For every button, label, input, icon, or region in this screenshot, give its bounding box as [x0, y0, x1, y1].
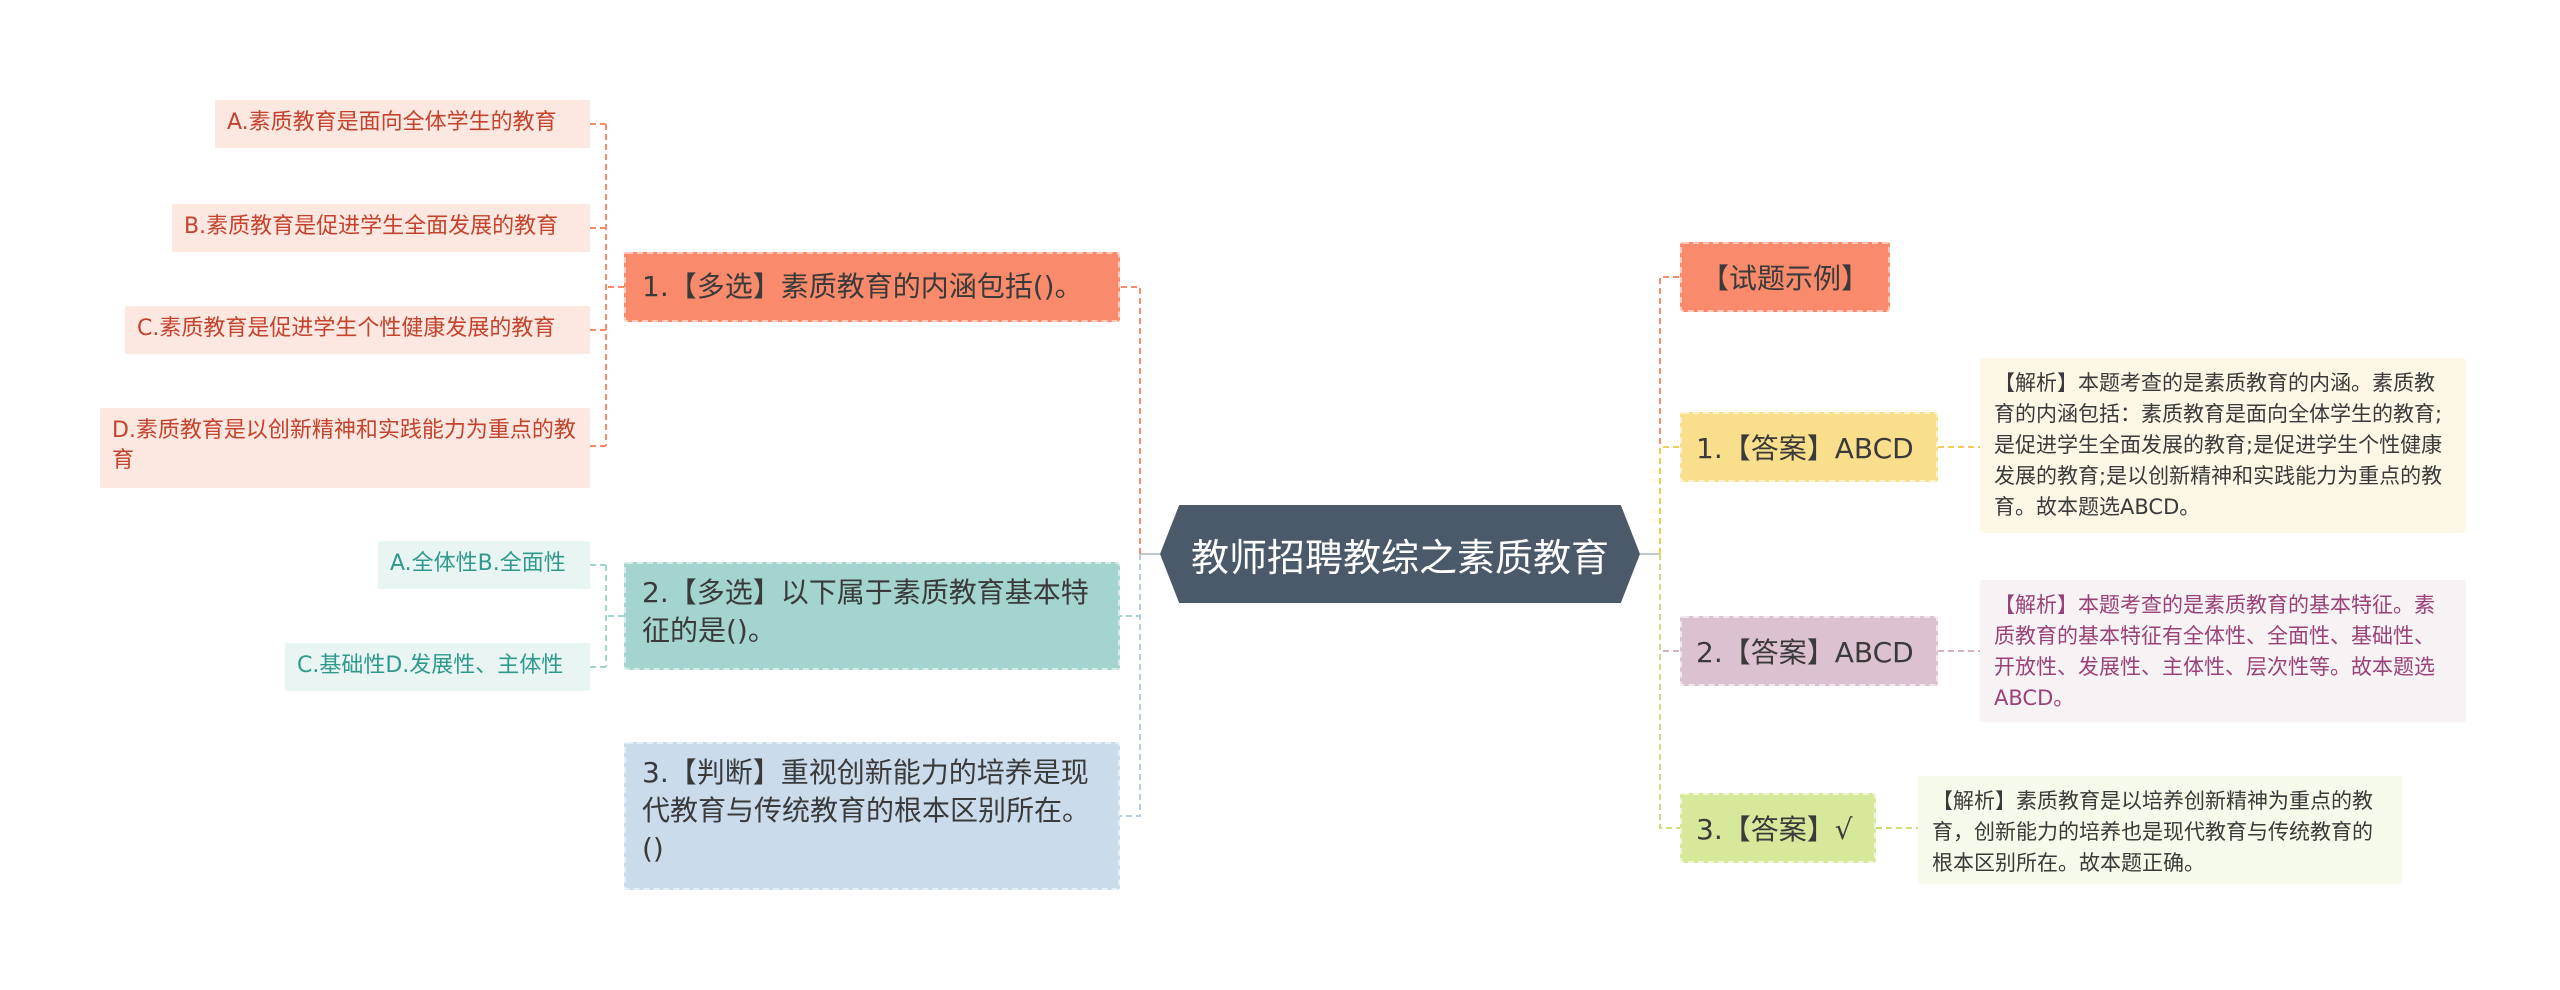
q1-option-c-text: C.素质教育是促进学生个性健康发展的教育 [137, 316, 556, 341]
question-2-node[interactable]: 2.【多选】以下属于素质教育基本特征的是()。 [624, 562, 1120, 670]
q1-option-d[interactable]: D.素质教育是以创新精神和实践能力为重点的教育 [100, 408, 590, 488]
explanation-2-text: 【解析】本题考查的是素质教育的基本特征。素质教育的基本特征有全体性、全面性、基础… [1994, 593, 2435, 710]
q1-option-c[interactable]: C.素质教育是促进学生个性健康发展的教育 [125, 306, 590, 354]
question-3-node[interactable]: 3.【判断】重视创新能力的培养是现代教育与传统教育的根本区别所在。() [624, 742, 1120, 890]
q2-option-ab-text: A.全体性B.全面性 [390, 551, 566, 576]
explanation-2: 【解析】本题考查的是素质教育的基本特征。素质教育的基本特征有全体性、全面性、基础… [1980, 580, 2466, 722]
q1-option-b[interactable]: B.素质教育是促进学生全面发展的教育 [172, 204, 590, 252]
link-right-a3 [1659, 554, 1680, 829]
question-2-text: 2.【多选】以下属于素质教育基本特征的是()。 [642, 576, 1089, 647]
q2-option-cd-text: C.基础性D.发展性、主体性 [297, 653, 564, 678]
q2-option-cd[interactable]: C.基础性D.发展性、主体性 [285, 643, 590, 691]
answer-1-node[interactable]: 1.【答案】ABCD [1680, 412, 1938, 482]
link-q1-options [605, 124, 624, 446]
link-left-trunk-q2 [1120, 554, 1141, 617]
explanation-1-text: 【解析】本题考查的是素质教育的内涵。素质教育的内涵包括：素质教育是面向全体学生的… [1994, 371, 2443, 519]
answer-1-label: 1.【答案】ABCD [1696, 432, 1914, 465]
link-right-a1 [1659, 446, 1680, 554]
root-title: 教师招聘教综之素质教育 [1190, 535, 1609, 580]
q1-option-a[interactable]: A.素质教育是面向全体学生的教育 [215, 100, 590, 148]
link-left-trunk-q3 [1120, 554, 1141, 817]
link-right-a2 [1659, 554, 1680, 652]
answer-3-label: 3.【答案】√ [1696, 813, 1853, 846]
q2-option-ab[interactable]: A.全体性B.全面性 [378, 541, 590, 589]
link-right-topic [1659, 276, 1680, 554]
link-left-trunk-q1 [1120, 286, 1141, 554]
answer-3-node[interactable]: 3.【答案】√ [1680, 793, 1876, 863]
q1-option-b-text: B.素质教育是促进学生全面发展的教育 [184, 214, 559, 239]
question-3-text: 3.【判断】重视创新能力的培养是现代教育与传统教育的根本区别所在。() [642, 756, 1091, 865]
answer-2-node[interactable]: 2.【答案】ABCD [1680, 616, 1938, 686]
explanation-3-text: 【解析】素质教育是以培养创新精神为重点的教育，创新能力的培养也是现代教育与传统教… [1932, 789, 2373, 875]
topic-text: 【试题示例】 [1700, 262, 1869, 295]
link-q2-options [605, 565, 624, 667]
answer-2-label: 2.【答案】ABCD [1696, 636, 1914, 669]
q1-option-a-text: A.素质教育是面向全体学生的教育 [227, 110, 557, 135]
explanation-1: 【解析】本题考查的是素质教育的内涵。素质教育的内涵包括：素质教育是面向全体学生的… [1980, 358, 2466, 533]
q1-option-d-text: D.素质教育是以创新精神和实践能力为重点的教育 [112, 418, 576, 473]
explanation-3: 【解析】素质教育是以培养创新精神为重点的教育，创新能力的培养也是现代教育与传统教… [1918, 776, 2402, 884]
question-1-node[interactable]: 1.【多选】素质教育的内涵包括()。 [624, 252, 1120, 322]
root-node[interactable]: 教师招聘教综之素质教育 [1160, 505, 1640, 603]
question-1-text: 1.【多选】素质教育的内涵包括()。 [642, 270, 1083, 303]
topic-node[interactable]: 【试题示例】 [1680, 242, 1890, 312]
